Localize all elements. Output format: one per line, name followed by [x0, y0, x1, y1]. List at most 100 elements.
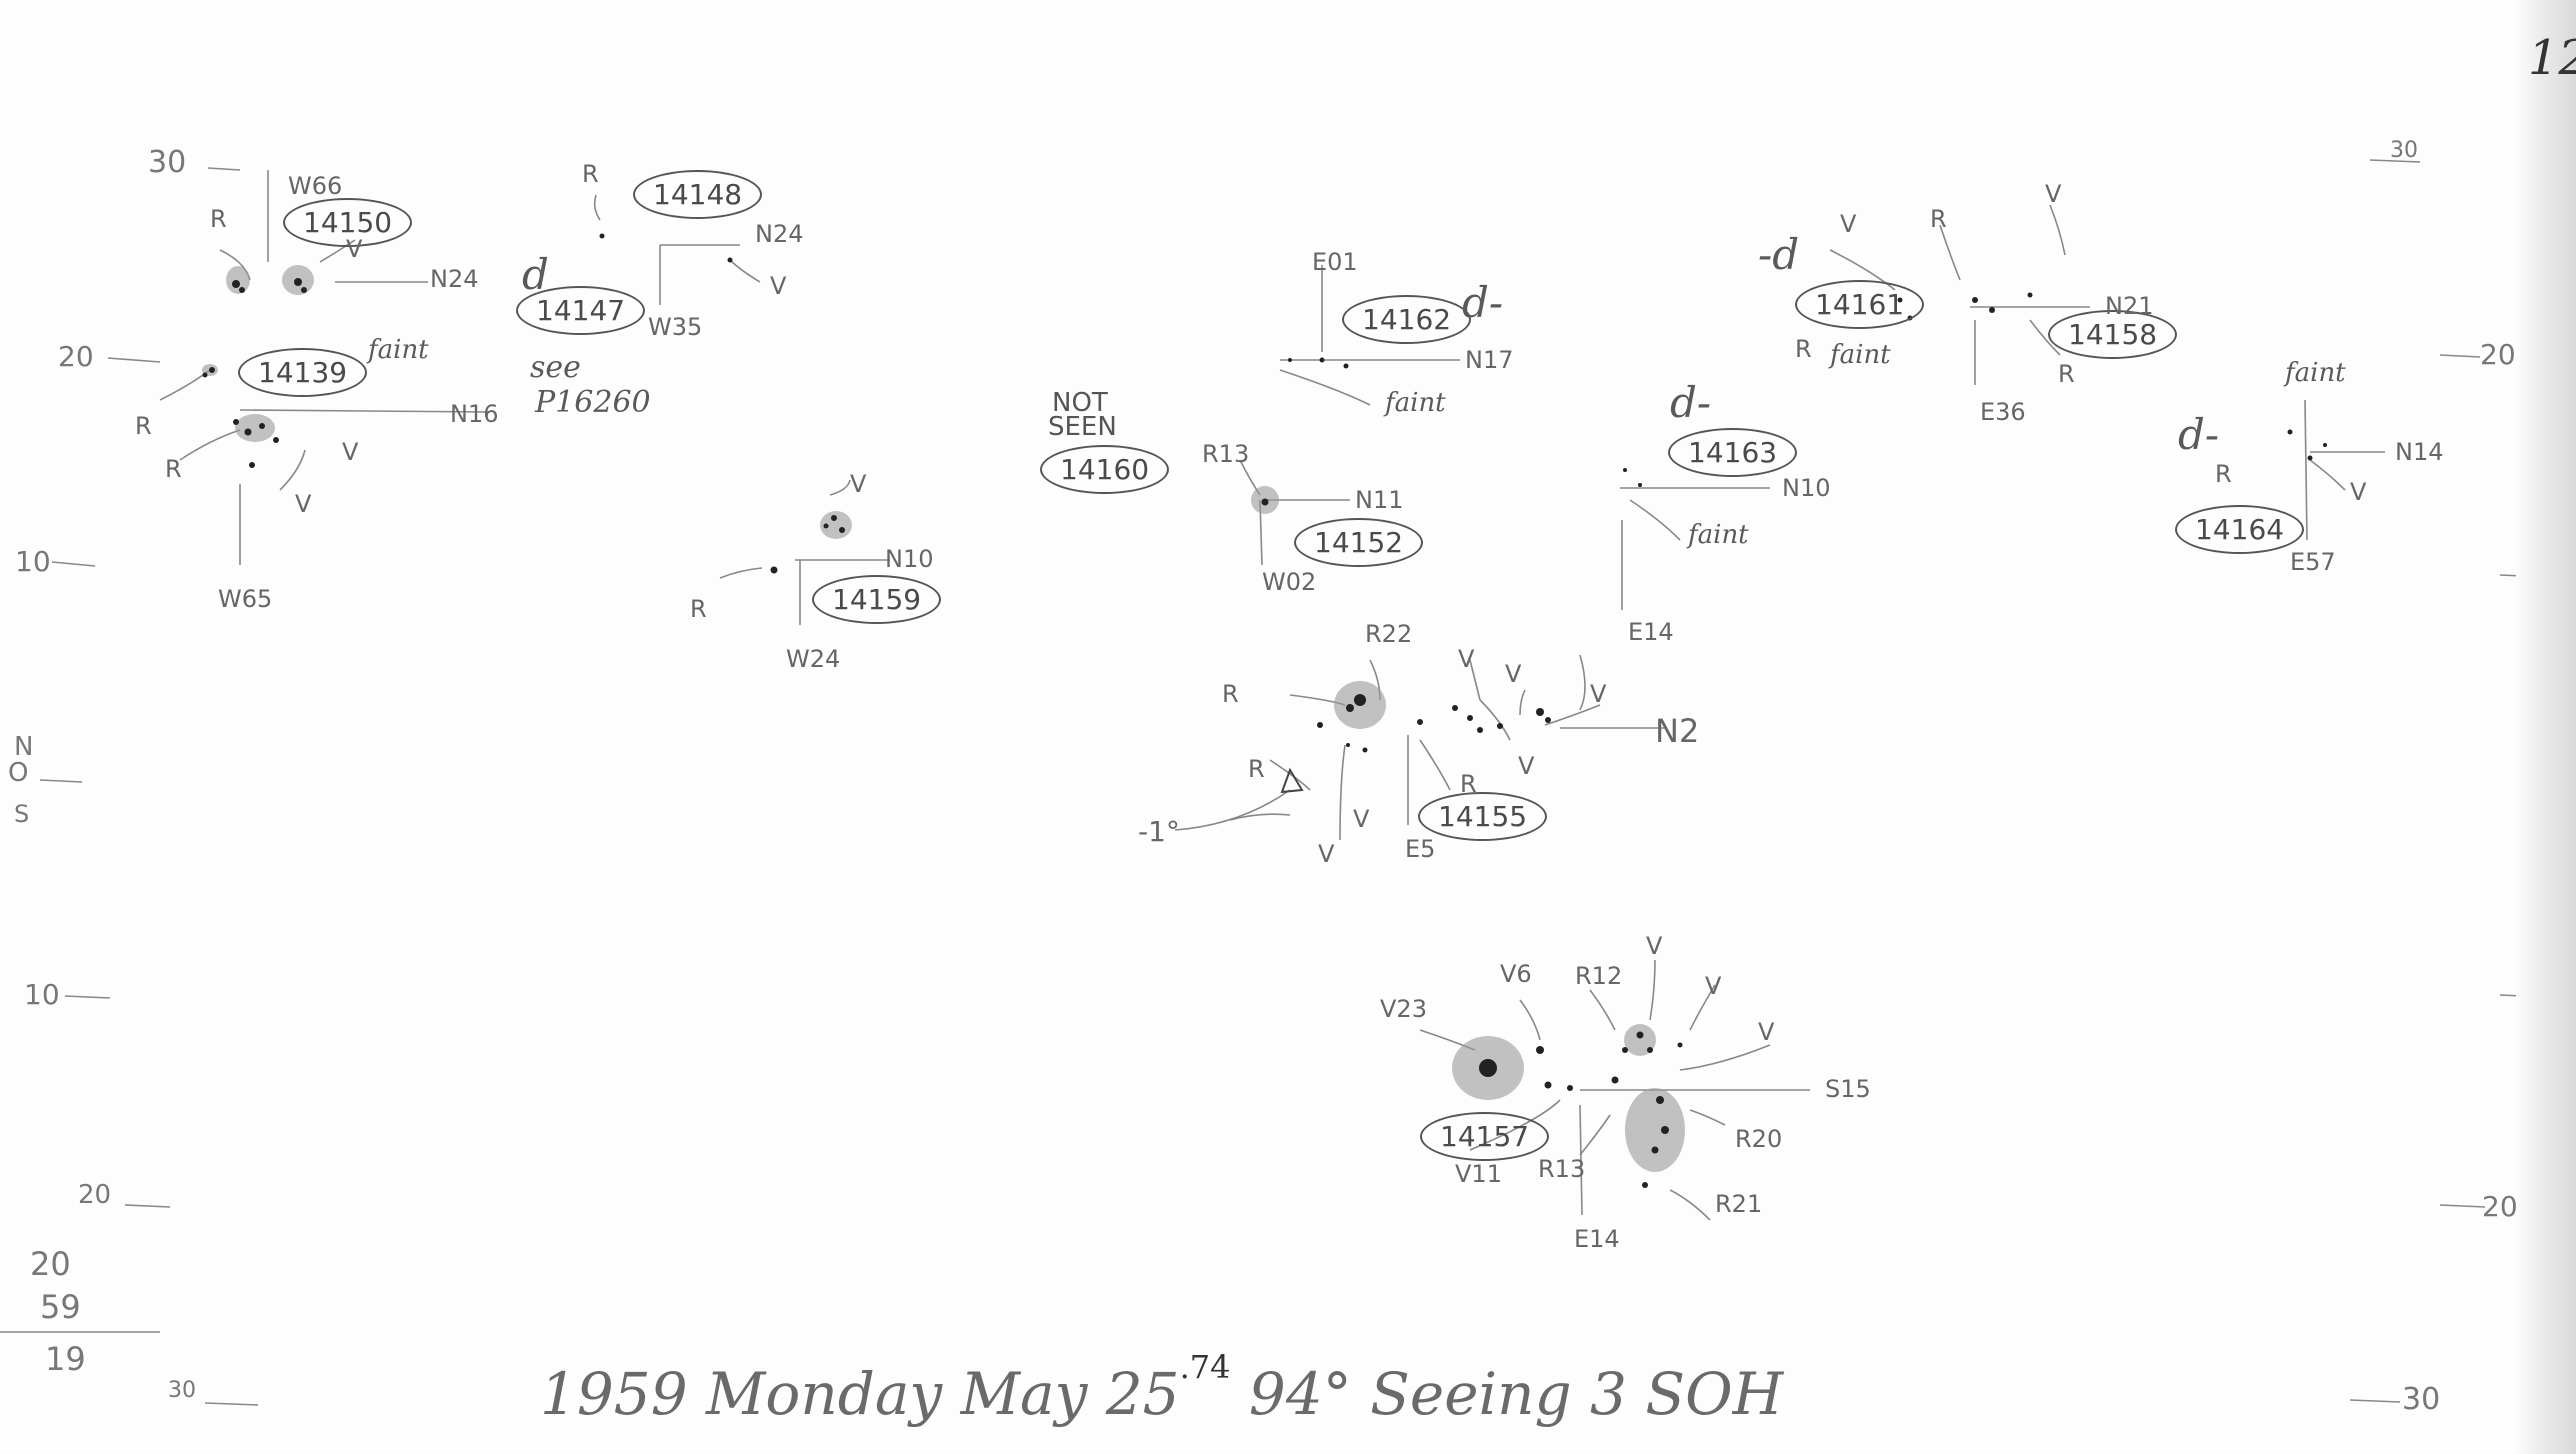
label-d-minus: d- — [2178, 410, 2220, 459]
group-id-14162: 14162 — [1342, 295, 1472, 344]
label-v: V — [1590, 680, 1607, 708]
observation-footer: 1959 Monday May 25.74 94° Seeing 3 SOH — [540, 1348, 1784, 1428]
label-v: V — [1458, 645, 1475, 673]
label-r13: R13 — [1538, 1155, 1586, 1183]
label-v6: V6 — [1500, 960, 1532, 988]
group-id-14164: 14164 — [2175, 505, 2305, 554]
label-r12: R12 — [1575, 962, 1623, 990]
label-r: R — [1222, 680, 1239, 708]
label-v: V — [2045, 180, 2062, 208]
label-r22: R22 — [1365, 620, 1413, 648]
label-n16: N16 — [450, 400, 499, 428]
label-n2: N2 — [1655, 712, 1700, 750]
label-n24: N24 — [755, 220, 804, 248]
label-w66: W66 — [288, 172, 343, 200]
footer-sup: .74 — [1179, 1347, 1231, 1386]
label-e14: E14 — [1574, 1225, 1620, 1253]
left-calc-59: 59 — [40, 1288, 81, 1326]
left-tick-20: 20 — [78, 1180, 112, 1210]
label-seen: SEEN — [1048, 412, 1117, 442]
label-v: V — [346, 235, 363, 263]
group-id-14157: 14157 — [1420, 1112, 1550, 1161]
label-e57: E57 — [2290, 548, 2336, 576]
label-v11: V11 — [1455, 1160, 1502, 1188]
group-id-14139: 14139 — [238, 348, 368, 397]
label-e01: E01 — [1312, 248, 1358, 276]
label-d-minus: d- — [1670, 378, 1712, 427]
group-id-14150: 14150 — [283, 198, 413, 247]
label-w35: W35 — [648, 313, 703, 341]
label-r20: R20 — [1735, 1125, 1783, 1153]
label-faint: faint — [368, 335, 429, 365]
label-n21: N21 — [2105, 292, 2154, 320]
label-v: V — [1646, 932, 1663, 960]
label-v: V — [1518, 752, 1535, 780]
label-v: V — [1505, 660, 1522, 688]
left-calc-19: 19 — [45, 1340, 86, 1378]
label-minus-1-degree: -1° — [1138, 815, 1180, 848]
right-tick-30: 30 — [2390, 138, 2418, 163]
right-tick-30: 30 — [2402, 1382, 2441, 1417]
label-n10: N10 — [885, 545, 934, 573]
right-tick-20: 20 — [2480, 338, 2516, 371]
label-d: d — [522, 250, 549, 299]
footer-conditions: 94° Seeing 3 SOH — [1248, 1360, 1784, 1428]
group-id-14161: 14161 — [1795, 280, 1925, 329]
label-r: R — [1930, 205, 1947, 233]
group-id-14155: 14155 — [1418, 792, 1548, 841]
left-calc-20: 20 — [30, 1245, 71, 1283]
label-v: V — [342, 438, 359, 466]
left-tick-s: S — [14, 800, 30, 828]
label-minus-d: -d — [1758, 230, 1800, 279]
left-tick-o: O — [8, 758, 29, 788]
label-r: R — [210, 205, 227, 233]
label-w65: W65 — [218, 585, 273, 613]
group-id-14148: 14148 — [633, 170, 763, 219]
label-r: R — [1248, 755, 1265, 783]
label-see: see — [530, 350, 581, 385]
label-e5: E5 — [1405, 835, 1436, 863]
label-w02: W02 — [1262, 568, 1317, 596]
label-faint: faint — [2285, 358, 2346, 388]
label-v: V — [1705, 972, 1722, 1000]
label-v: V — [1758, 1018, 1775, 1046]
label-v: V — [770, 272, 787, 300]
label-not: NOT — [1052, 388, 1108, 418]
left-tick-10: 10 — [24, 978, 60, 1011]
label-e14: E14 — [1628, 618, 1674, 646]
label-w24: W24 — [786, 645, 841, 673]
left-tick-30: 30 — [168, 1378, 196, 1403]
label-r21: R21 — [1715, 1190, 1763, 1218]
label-v: V — [1353, 805, 1370, 833]
group-id-14159: 14159 — [812, 575, 942, 624]
label-v: V — [295, 490, 312, 518]
group-id-14158: 14158 — [2048, 310, 2178, 359]
left-tick-n: N — [14, 732, 34, 762]
label-v: V — [850, 470, 867, 498]
label-n17: N17 — [1465, 346, 1514, 374]
left-tick-20: 20 — [58, 340, 94, 373]
label-r13: R13 — [1202, 440, 1250, 468]
label-v: V — [2350, 478, 2367, 506]
label-faint: faint — [1688, 520, 1749, 550]
right-tick-20: 20 — [2482, 1190, 2518, 1223]
group-id-14152: 14152 — [1294, 518, 1424, 567]
label-plate-ref: P16260 — [535, 385, 651, 420]
label-faint: faint — [1830, 340, 1891, 370]
group-id-14163: 14163 — [1668, 428, 1798, 477]
label-r: R — [690, 595, 707, 623]
page-number: 12 — [2528, 30, 2576, 86]
label-faint: faint — [1385, 388, 1446, 418]
page-edge-shadow — [2516, 0, 2576, 1454]
group-id-14147: 14147 — [516, 286, 646, 335]
label-r: R — [165, 455, 182, 483]
group-id-14160: 14160 — [1040, 445, 1170, 494]
label-n11: N11 — [1355, 486, 1404, 514]
label-n10: N10 — [1782, 474, 1831, 502]
label-v: V — [1318, 840, 1335, 868]
label-r: R — [582, 160, 599, 188]
label-n14: N14 — [2395, 438, 2444, 466]
left-tick-30: 30 — [148, 145, 187, 180]
